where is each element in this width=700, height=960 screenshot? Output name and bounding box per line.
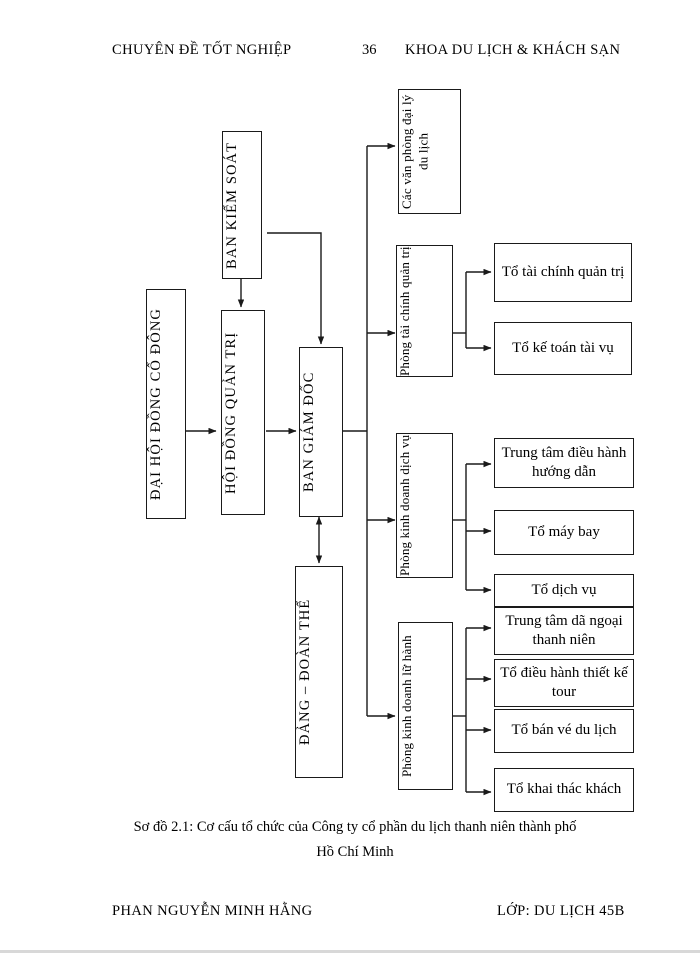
node-phong-tai-chinh-quan-tri[interactable]: Phòng tài chính quản trị — [396, 245, 453, 377]
node-phong-kinh-doanh-lu-hanh[interactable]: Phòng kinh doanh lữ hành — [398, 622, 453, 790]
node-to-may-bay[interactable]: Tổ máy bay — [494, 510, 634, 555]
header-left-title: CHUYÊN ĐỀ TỐT NGHIỆP — [112, 42, 292, 58]
node-label: Tổ dịch vụ — [531, 581, 597, 598]
node-label: ĐẢNG – ĐOÀN THỂ — [297, 598, 313, 746]
caption-line-1: Sơ đồ 2.1: Cơ cấu tổ chức của Công ty cổ… — [133, 819, 577, 835]
page-footer: PHAN NGUYỄN MINH HẰNG LỚP: DU LỊCH 45B — [0, 903, 700, 927]
node-label: Tổ tài chính quản trị — [501, 263, 625, 280]
node-label: Tổ điều hành thiết kế tour — [500, 664, 628, 700]
node-trung-tam-dieu-hanh-huong-dan[interactable]: Trung tâm điều hành hướng dẫn — [494, 438, 634, 488]
node-dang-doan-the[interactable]: ĐẢNG – ĐOÀN THỂ — [295, 566, 343, 778]
node-hoi-dong-quan-tri[interactable]: HỘI ĐỒNG QUẢN TRỊ — [221, 310, 265, 515]
node-label: Phòng tài chính quản trị — [397, 246, 412, 376]
figure-caption: Sơ đồ 2.1: Cơ cấu tổ chức của Công ty cổ… — [70, 815, 640, 866]
node-to-tai-chinh-quan-tri[interactable]: Tổ tài chính quản trị — [494, 243, 632, 302]
node-label: Phòng kinh doanh dịch vụ — [397, 434, 412, 577]
node-label: BAN KIỂM SOÁT — [224, 141, 240, 269]
node-to-ban-ve-du-lich[interactable]: Tổ bán vé du lịch — [494, 709, 634, 753]
page-header: CHUYÊN ĐỀ TỐT NGHIỆP 36 KHOA DU LỊCH & K… — [0, 42, 700, 66]
node-dai-hoi-dong-co-dong[interactable]: ĐẠI HỘI ĐỒNG CỔ ĐÔNG — [146, 289, 186, 519]
node-label: Phòng kinh doanh lữ hành — [399, 635, 414, 777]
node-phong-kinh-doanh-dich-vu[interactable]: Phòng kinh doanh dịch vụ — [396, 433, 453, 578]
node-to-dich-vu[interactable]: Tổ dịch vụ — [494, 574, 634, 607]
node-to-dieu-hanh-thiet-ke-tour[interactable]: Tổ điều hành thiết kế tour — [494, 659, 634, 707]
page-number: 36 — [362, 42, 377, 58]
node-label: Tổ khai thác khách — [506, 781, 622, 798]
node-label: Trung tâm điều hành hướng dẫn — [501, 444, 627, 480]
node-to-ke-toan-tai-vu[interactable]: Tổ kế toán tài vụ — [494, 322, 632, 375]
node-label: Các văn phòng đại lý du lịch — [399, 94, 431, 209]
node-cac-van-phong-dai-ly-du-lich[interactable]: Các văn phòng đại lý du lịch — [398, 89, 461, 214]
footer-class: LỚP: DU LỊCH 45B — [497, 903, 625, 919]
node-trung-tam-da-ngoai-thanh-nien[interactable]: Trung tâm dã ngoại thanh niên — [494, 607, 634, 655]
bottom-rule — [0, 950, 700, 953]
node-label: Tổ bán vé du lịch — [511, 722, 617, 739]
node-label: ĐẠI HỘI ĐỒNG CỔ ĐÔNG — [148, 308, 164, 500]
node-label: Tổ máy bay — [528, 523, 600, 540]
node-label: HỘI ĐỒNG QUẢN TRỊ — [223, 331, 239, 494]
node-ban-giam-doc[interactable]: BAN GIÁM ĐỐC — [299, 347, 343, 517]
node-label: BAN GIÁM ĐỐC — [301, 371, 317, 493]
node-label: Trung tâm dã ngoại thanh niên — [505, 612, 623, 648]
node-label: Tổ kế toán tài vụ — [512, 339, 614, 356]
node-ban-kiem-soat[interactable]: BAN KIỂM SOÁT — [222, 131, 262, 279]
header-right-title: KHOA DU LỊCH & KHÁCH SẠN — [405, 42, 621, 58]
caption-line-2: Hồ Chí Minh — [316, 844, 394, 861]
node-to-khai-thac-khach[interactable]: Tổ khai thác khách — [494, 768, 634, 812]
footer-author: PHAN NGUYỄN MINH HẰNG — [112, 903, 313, 919]
